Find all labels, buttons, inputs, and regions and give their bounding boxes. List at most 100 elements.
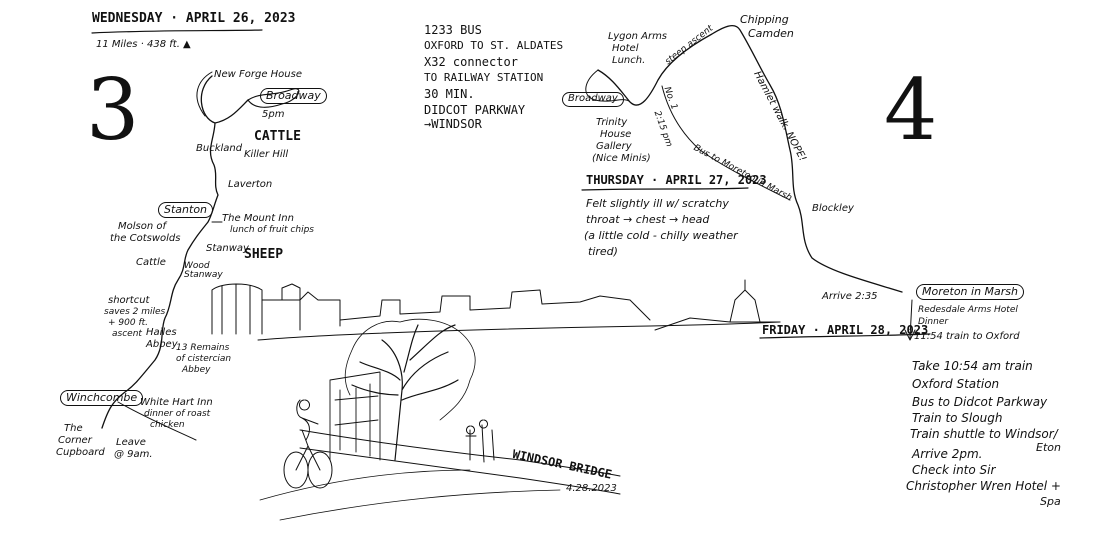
remains-1: 13 Remains [176, 343, 230, 353]
road-lines [259, 469, 561, 521]
white-hart-1: White Hart Inn [140, 397, 213, 408]
remains-2: of cistercian [176, 354, 232, 364]
redesdale-2: Dinner [918, 317, 949, 327]
bus-note-7: →WINDSOR [424, 117, 482, 131]
pedestrians [465, 419, 495, 463]
day5-step-5: Train shuttle to Windsor/ [910, 427, 1058, 441]
chipping-1: Chipping [740, 13, 789, 26]
day5-step-8: Check into Sir [912, 463, 996, 477]
bus-note-1: 1233 BUS [424, 23, 482, 37]
place-killer-hill: Killer Hill [244, 149, 289, 160]
lygon-1: Lygon Arms [608, 31, 668, 42]
arrow-friday [904, 299, 916, 341]
day5-step-10: Spa [1040, 495, 1061, 508]
broadway-time: 5pm [262, 109, 285, 120]
day3-date: WEDNESDAY · APRIL 26, 2023 [92, 11, 296, 26]
day4-number: 4 [884, 61, 938, 159]
the-cotswolds: the Cotswolds [110, 233, 181, 244]
shortcut-1: shortcut [108, 295, 150, 306]
day5-step-1: Take 10:54 am train [912, 359, 1033, 373]
day5-step-9: Christopher Wren Hotel + [906, 479, 1061, 493]
bicycle [283, 429, 333, 489]
bridge-rail [299, 429, 621, 495]
trinity-1: Trinity [596, 117, 628, 128]
place-winchcombe-bubble: Winchcombe [60, 390, 144, 406]
sketch-signed-date: 4.28.2023 [566, 483, 617, 494]
journal-line-1: Felt slightly ill w/ scratchy [586, 197, 729, 210]
header-underline [91, 29, 263, 34]
right-building [729, 279, 761, 323]
bus-note-2: OXFORD TO ST. ALDATES [424, 39, 564, 52]
hailes-2: Abbey [146, 339, 178, 350]
thursday-underline [581, 187, 749, 191]
arrive-time: Arrive 2:35 [822, 291, 878, 302]
castle-wall [261, 291, 341, 331]
shortcut-2: saves 2 miles [104, 307, 166, 317]
arrow-new-forge [196, 71, 213, 117]
day5-first-train: 11:54 train to Oxford [914, 331, 1020, 342]
right-roof [654, 317, 781, 331]
shortcut-4: ascent [112, 329, 142, 339]
white-hart-2: dinner of roast [144, 409, 211, 419]
trinity-4: (Nice Minis) [592, 153, 651, 164]
day5-step-7: Arrive 2pm. [912, 447, 983, 461]
friday-underline [759, 333, 931, 339]
remains-3: Abbey [182, 365, 211, 375]
shopfronts [329, 371, 381, 461]
place-laverton: Laverton [228, 179, 273, 190]
place-new-forge-house: New Forge House [214, 69, 302, 80]
corner-3: Cupboard [56, 447, 105, 458]
chipping-2: Camden [748, 27, 794, 40]
castle-turret [281, 283, 301, 301]
label-cattle-1: CATTLE [254, 129, 301, 144]
journal-line-2: throat → chest → head [586, 213, 710, 226]
lygon-3: Lunch. [612, 55, 646, 66]
place-broadway-bubble: Broadway [260, 88, 327, 104]
route-day3 [101, 75, 249, 429]
journal-line-4: tired) [588, 245, 618, 258]
hailes-1: Hailes [146, 327, 177, 338]
tree-canopy [344, 318, 476, 421]
label-cattle-2: Cattle [136, 257, 166, 268]
mount-inn-note: lunch of fruit chips [230, 225, 314, 235]
corner-2: Corner [58, 435, 92, 446]
leave-2: @ 9am. [114, 449, 153, 460]
arrow-white-hart [117, 401, 197, 441]
journal-line-3: (a little cold - chilly weather [584, 229, 738, 242]
castle-tower [211, 283, 263, 335]
shortcut-3: + 900 ft. [108, 318, 148, 328]
route-day4-bus [661, 85, 791, 201]
trinity-3: Gallery [596, 141, 632, 152]
horizon-line [257, 321, 781, 341]
day4-date: THURSDAY · APRIL 27, 2023 [586, 173, 767, 187]
place-stanton-bubble: Stanton [158, 202, 214, 218]
bus-note-5: 30 MIN. [424, 87, 475, 101]
white-hart-3: chicken [150, 420, 185, 430]
redesdale-1: Redesdale Arms Hotel [918, 305, 1018, 315]
molson-of: Molson of [118, 221, 167, 232]
corner-1: The [64, 423, 83, 434]
day5-date: FRIDAY · APRIL 28, 2023 [762, 323, 929, 337]
tree-trunk [351, 324, 459, 461]
place-mount-inn: The Mount Inn [222, 213, 294, 224]
cyclist-body [296, 399, 319, 441]
bus-note-6: DIDCOT PARKWAY [424, 103, 526, 117]
place-buckland: Buckland [196, 143, 243, 154]
day5-step-4: Train to Slough [912, 411, 1003, 425]
bus-note-4: TO RAILWAY STATION [424, 71, 544, 84]
day5-step-6: Eton [1036, 441, 1061, 454]
day5-step-2: Oxford Station [912, 377, 1000, 391]
rooftops [339, 289, 651, 321]
label-sheep: SHEEP [244, 247, 284, 262]
bus-note-3: X32 connector [424, 55, 518, 69]
lygon-2: Hotel [612, 43, 639, 54]
route-day4 [597, 24, 903, 293]
trinity-2: House [600, 129, 632, 140]
place-blockley: Blockley [812, 203, 854, 214]
place-moreton-bubble: Moreton in Marsh [916, 284, 1025, 300]
place-wood-stanway: Wood Stanway [184, 261, 223, 281]
day3-number: 3 [86, 61, 140, 159]
leave-1: Leave [116, 437, 146, 448]
